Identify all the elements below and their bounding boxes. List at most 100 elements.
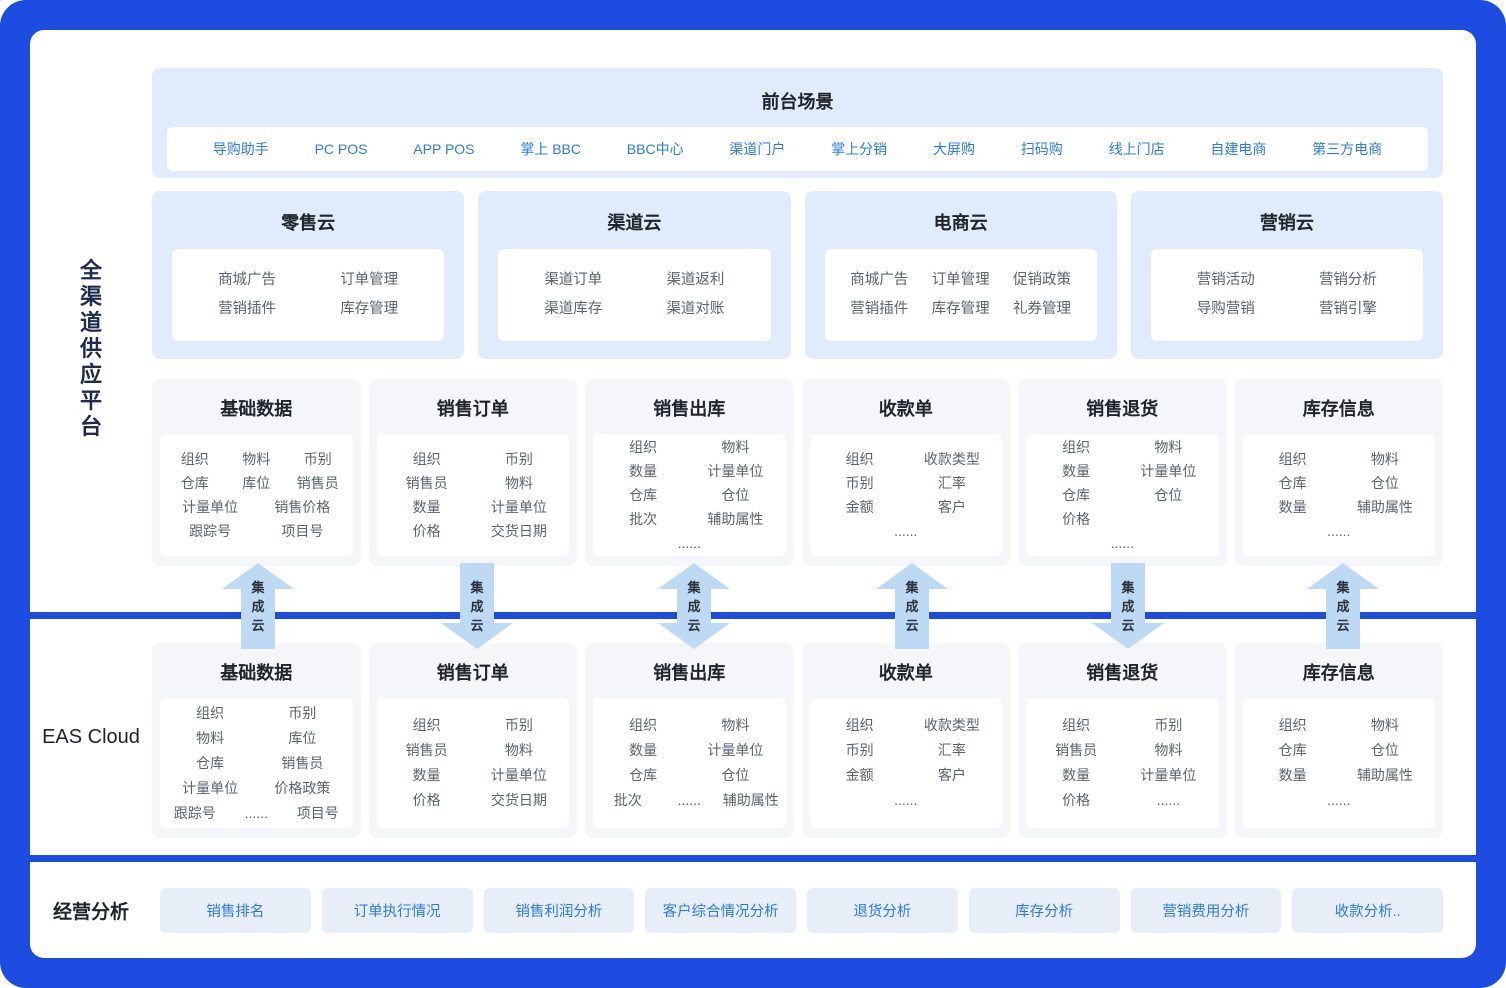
item-row: ...... xyxy=(1247,788,1432,813)
module-item: 计量单位 xyxy=(490,499,547,515)
module-item: 物料 xyxy=(1370,717,1399,733)
cloud-item: 订单管理 xyxy=(931,272,990,288)
analysis-button[interactable]: 销售排名 xyxy=(160,887,311,933)
module-item: 数量 xyxy=(629,463,658,479)
scenario-item[interactable]: 掌上 BBC xyxy=(520,141,581,157)
item-row: 营销插件库存管理 xyxy=(186,295,430,324)
analysis-button[interactable]: 退货分析 xyxy=(807,887,958,933)
module-box: 库存信息组织物料仓库仓位数量辅助属性...... xyxy=(1234,379,1443,566)
cloud-item: 渠道对账 xyxy=(666,301,725,317)
eas-label-column: EAS Cloud xyxy=(30,619,152,855)
scenario-item[interactable]: 导购助手 xyxy=(212,141,269,157)
scenario-item[interactable]: 自建电商 xyxy=(1210,141,1267,157)
module-item: 币别 xyxy=(845,475,874,491)
module-item: ...... xyxy=(677,792,701,808)
item-row: 数量 计量单位 xyxy=(597,459,782,483)
module-inner: 组织物料仓库仓位数量辅助属性...... xyxy=(1242,434,1435,556)
cloud-item: 礼券管理 xyxy=(1013,301,1072,317)
platform-label-column: 全渠道供应平台 xyxy=(30,30,152,612)
item-row: 组织物料 xyxy=(1247,447,1432,471)
module-item: 数量 xyxy=(412,499,441,515)
module-item: 币别 xyxy=(504,717,533,733)
cloud-box: 营销云营销活动营销分析导购营销营销引擎 xyxy=(1130,191,1443,359)
module-item: ...... xyxy=(1156,792,1181,808)
analysis-button[interactable]: 营销费用分析 xyxy=(1130,887,1282,933)
item-row: 销售员物料 xyxy=(381,738,566,763)
item-row: 价格...... xyxy=(1030,788,1215,813)
module-item: 仓库 xyxy=(196,754,225,771)
module-inner: 组织物料数量计量单位仓库仓位价格...... xyxy=(1026,434,1219,556)
item-row: 渠道订单渠道返利 xyxy=(512,266,756,295)
analysis-label: 经营分析 xyxy=(52,901,129,923)
module-item: 辅助属性 xyxy=(722,792,779,808)
scenario-item[interactable]: 掌上分销 xyxy=(831,141,888,157)
item-row: 价格 xyxy=(1030,507,1215,531)
cloud-item: 导购营销 xyxy=(1196,301,1255,317)
module-title: 收款单 xyxy=(878,399,933,419)
item-row: 批次...... 辅助属性 xyxy=(597,788,782,813)
cloud-item: 营销插件 xyxy=(850,301,909,317)
analysis-button[interactable]: 收款分析.. xyxy=(1292,887,1443,933)
platform-label: 全渠道供应平台 xyxy=(80,258,102,440)
item-row: 渠道库存渠道对账 xyxy=(512,295,756,324)
cloud-item: 商城广告 xyxy=(850,272,909,288)
module-item: 仓位 xyxy=(1370,742,1399,758)
item-row: 数量辅助属性 xyxy=(1247,763,1432,788)
module-item: 辅助属性 xyxy=(1356,767,1413,783)
vertical-char: 渠 xyxy=(79,284,102,309)
item-row: 组织币别 xyxy=(164,701,349,726)
module-box: 收款单组织收款类型币别汇率金额客户...... xyxy=(801,379,1010,566)
module-box: 库存信息组织物料仓库仓位数量辅助属性...... xyxy=(1234,643,1443,838)
module-item: 数量 xyxy=(629,742,658,758)
scenario-item[interactable]: PC POS xyxy=(314,141,368,157)
module-item: 计量单位 xyxy=(707,463,764,479)
analysis-button[interactable]: 库存分析 xyxy=(968,887,1120,933)
module-item: 批次 xyxy=(613,792,642,808)
module-box: 销售退货组织物料数量计量单位仓库仓位价格...... xyxy=(1018,379,1227,566)
item-row: ...... xyxy=(814,788,999,813)
item-row: ...... xyxy=(814,519,999,543)
item-row: 组织物料币别 xyxy=(164,447,349,471)
analysis-button[interactable]: 订单执行情况 xyxy=(321,887,473,933)
module-item: 客户 xyxy=(937,499,966,515)
module-item: 汇率 xyxy=(937,742,966,758)
module-box: 销售订单组织币别销售员物料数量计量单位价格交货日期 xyxy=(368,643,577,838)
cloud-item: 营销活动 xyxy=(1196,272,1255,288)
scenario-item[interactable]: BBC中心 xyxy=(626,141,684,157)
module-item: 物料 xyxy=(1370,451,1399,467)
scenario-item[interactable]: 线上门店 xyxy=(1108,141,1165,157)
item-row: 数量计量单位 xyxy=(1030,763,1215,788)
scenario-item[interactable]: 大屏购 xyxy=(932,141,975,157)
module-box: 销售出库组织物料数量计量单位仓库仓位批次......辅助属性 xyxy=(585,643,794,838)
module-item: 物料 xyxy=(721,717,750,733)
module-item: 数量 xyxy=(1278,499,1307,515)
module-item: 库位 xyxy=(242,475,271,491)
analysis-section: 经营分析 销售排名订单执行情况销售利润分析客户综合情况分析退货分析库存分析营销费… xyxy=(30,862,1476,958)
vertical-char: 全 xyxy=(79,258,102,283)
scenario-item[interactable]: 扫码购 xyxy=(1020,141,1063,157)
module-item: ...... xyxy=(1110,535,1134,551)
scenario-item[interactable]: APP POS xyxy=(413,141,475,157)
module-item: 币别 xyxy=(1154,717,1183,733)
module-item: ...... xyxy=(244,804,268,821)
analysis-button[interactable]: 客户综合情况分析 xyxy=(645,887,796,933)
scenario-item[interactable]: 第三方电商 xyxy=(1312,141,1383,157)
eas-section: EAS Cloud 基础数据组织币别物料库位仓库销售员计量单位价格政策跟踪号..… xyxy=(30,619,1476,855)
item-row: 仓库销售员 xyxy=(164,751,349,776)
module-item: 销售员 xyxy=(405,742,448,758)
module-box: 基础数据组织物料币别仓库库位销售员计量单位销售价格跟踪号项目号 xyxy=(152,379,361,566)
module-box: 销售订单组织币别销售员物料数量计量单位价格交货日期 xyxy=(368,379,577,566)
module-item: 物料 xyxy=(1154,742,1183,758)
analysis-button[interactable]: 销售利润分析 xyxy=(483,887,635,933)
module-inner: 组织币别物料库位仓库销售员计量单位价格政策跟踪号......项目号 xyxy=(160,698,353,828)
cloud-box: 渠道云渠道订单渠道返利渠道库存渠道对账 xyxy=(478,191,791,359)
item-row: 组织币别 xyxy=(1030,713,1215,738)
item-row: 数量辅助属性 xyxy=(1247,495,1432,519)
module-item: 组织 xyxy=(412,451,441,467)
scenario-item[interactable]: 渠道门户 xyxy=(729,141,786,157)
item-row: 商城广告 订单管理 促销政策 xyxy=(839,266,1083,295)
module-box: 销售出库组织物料数量计量单位仓库仓位批次辅助属性...... xyxy=(585,379,794,566)
module-item: 组织 xyxy=(180,451,209,467)
cloud-item: 促销政策 xyxy=(1013,272,1072,288)
